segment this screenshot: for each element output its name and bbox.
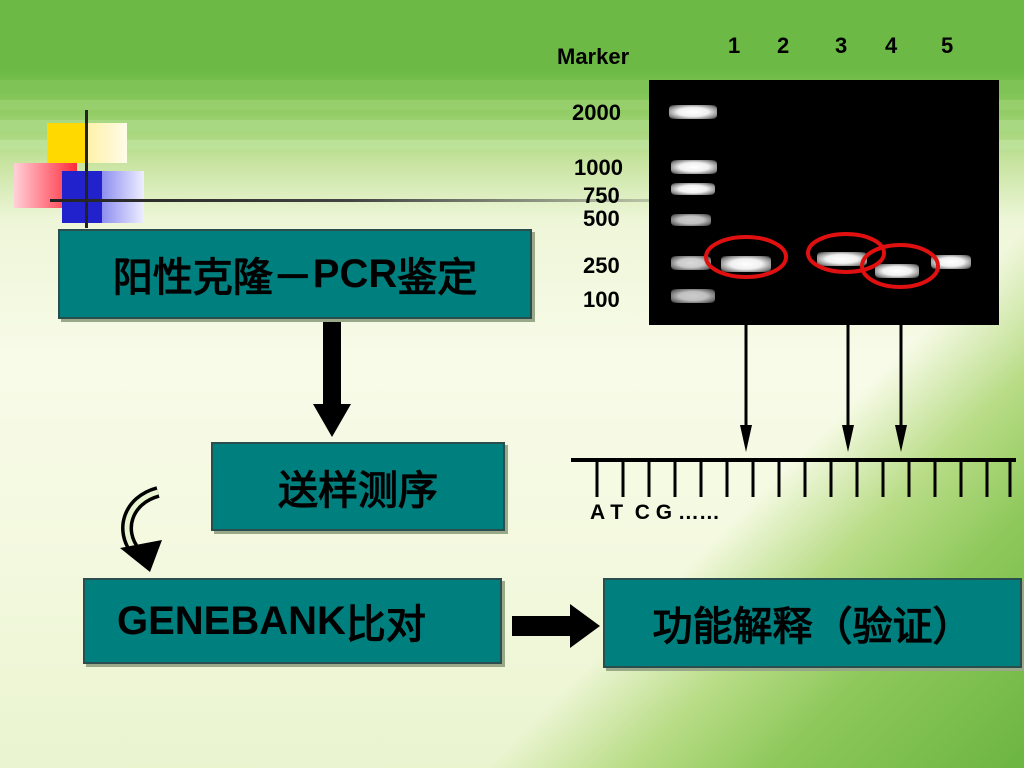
light-blue-square xyxy=(102,171,144,223)
lane-label-3: 3 xyxy=(835,33,848,58)
marker-band xyxy=(669,105,717,119)
flow-arrow-right xyxy=(512,604,600,648)
blue-square xyxy=(62,171,102,223)
sample-band-lane-3 xyxy=(817,252,867,266)
size-label-500: 500 xyxy=(583,206,620,231)
size-label-1000: 1000 xyxy=(574,155,623,180)
step-function-verification: 功能解释（验证） xyxy=(603,578,1022,668)
marker-band xyxy=(671,160,717,174)
marker-band xyxy=(671,256,711,270)
size-label-100: 100 xyxy=(583,287,620,312)
down-arrow-lane-4 xyxy=(895,295,907,452)
sample-band-lane-1 xyxy=(721,256,771,272)
step-function-text: 功能解释（验证） xyxy=(652,603,973,650)
step-sequencing: 送样测序 xyxy=(211,442,505,531)
highlight-circle-lane-1 xyxy=(704,235,788,279)
step-genebank-text-latin: GENEBANK xyxy=(117,598,346,643)
lane-label-4: 4 xyxy=(885,33,898,58)
step-pcr-text-a: 阳性克隆－ xyxy=(112,254,313,301)
sample-band-lane-4 xyxy=(875,264,919,278)
lane-label-2: 2 xyxy=(777,33,790,58)
down-arrow-lane-1 xyxy=(740,288,752,452)
step-pcr-text-latin: PCR xyxy=(312,251,398,296)
step-pcr-text-b: 鉴定 xyxy=(397,254,478,301)
marker-band xyxy=(671,289,715,303)
highlight-circle-lane-3 xyxy=(806,232,886,274)
down-arrow-lane-3 xyxy=(842,282,854,452)
size-label-750: 750 xyxy=(583,183,620,208)
sequence-comb xyxy=(571,458,1016,497)
lane-label-5: 5 xyxy=(941,33,954,58)
vertical-line xyxy=(85,110,88,228)
sample-band-lane-5 xyxy=(931,255,971,269)
size-label-2000: 2000 xyxy=(572,100,621,125)
flow-arrow-down xyxy=(313,318,351,437)
curved-arrow xyxy=(120,486,162,572)
step-sequencing-text: 送样测序 xyxy=(278,466,438,514)
lane-label-1: 1 xyxy=(728,33,741,58)
gel-image xyxy=(649,80,999,325)
marker-band xyxy=(671,214,711,226)
horizontal-line xyxy=(50,199,650,202)
step-genebank-text-cn: 比对 xyxy=(345,601,426,648)
size-label-250: 250 xyxy=(583,253,620,278)
marker-label: Marker xyxy=(557,44,630,69)
light-yellow-square xyxy=(87,123,127,163)
highlight-circle-lane-4 xyxy=(860,243,940,289)
yellow-square xyxy=(47,123,87,163)
sequence-text: A T C G …… xyxy=(590,501,720,524)
marker-band xyxy=(671,183,715,195)
